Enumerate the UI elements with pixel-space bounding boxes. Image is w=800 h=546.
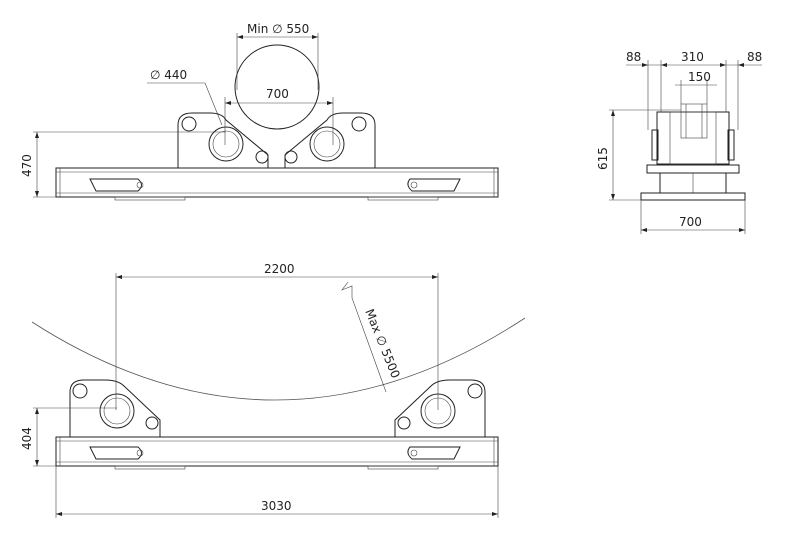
front-left-stand xyxy=(69,379,161,438)
base-700-label: 700 xyxy=(679,215,702,229)
height-470-label: 470 xyxy=(20,154,34,177)
max-vessel-arc xyxy=(31,317,526,401)
right-roller xyxy=(309,126,345,162)
right-roller-stand xyxy=(284,112,376,169)
front-right-logo-plate xyxy=(407,446,461,460)
side-roller-wheel xyxy=(680,103,708,139)
dia-440-leader xyxy=(204,82,223,126)
side-base-plate xyxy=(640,192,746,201)
max-dia-leader xyxy=(341,281,387,393)
left-logo-plate xyxy=(89,178,142,192)
length-3030-label: 3030 xyxy=(261,499,292,513)
min-diameter-label: Min ∅ 550 xyxy=(247,22,309,36)
span-700-label: 700 xyxy=(266,87,289,101)
top-base-beam xyxy=(55,167,499,198)
front-base-beam xyxy=(55,436,499,467)
min-vessel-circle xyxy=(234,44,320,130)
width-310-label: 310 xyxy=(681,50,704,64)
width-88-right-label: 88 xyxy=(747,50,762,64)
right-logo-plate xyxy=(407,178,461,192)
side-view: 88 310 88 150 615 700 xyxy=(596,50,762,234)
left-roller xyxy=(208,126,244,162)
front-left-logo-plate xyxy=(89,446,142,460)
front-left-roller xyxy=(99,393,135,429)
top-view: Min ∅ 550 700 ∅ 440 xyxy=(20,22,499,201)
width-88-left-label: 88 xyxy=(626,50,641,64)
height-404-label: 404 xyxy=(20,427,34,450)
width-150-label: 150 xyxy=(688,70,711,84)
span-2200-label: 2200 xyxy=(264,262,295,276)
front-view: 2200 Max ∅ 5500 404 xyxy=(20,262,526,518)
front-right-roller xyxy=(420,393,456,429)
height-615-label: 615 xyxy=(596,147,610,170)
left-roller-stand xyxy=(177,112,269,169)
diameter-440-label: ∅ 440 xyxy=(150,68,187,82)
front-right-stand xyxy=(394,379,486,438)
